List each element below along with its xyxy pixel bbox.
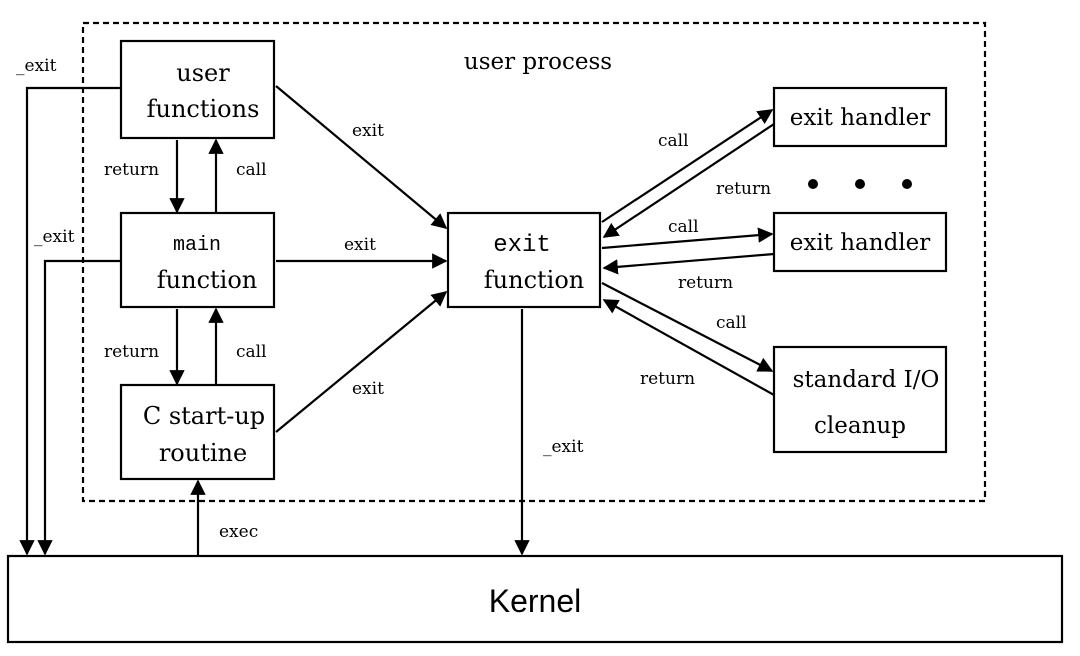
user-functions-label-line1: user <box>176 59 230 87</box>
ellipsis-dot <box>855 179 865 189</box>
user-functions-box <box>119 39 276 140</box>
stdio-cleanup-box <box>772 345 948 454</box>
exit-function-box <box>446 211 602 309</box>
main-function-box <box>119 211 276 309</box>
stdio-cleanup-label-line1: standard I/O <box>793 367 940 393</box>
stdio-cleanup-label-line2: cleanup <box>814 413 906 439</box>
label-return-handler2: return <box>678 273 733 293</box>
label-call-main-user: call <box>236 160 267 180</box>
arrow-return-exit-handler-2 <box>602 252 775 275</box>
arrow-call-exit-handler-1 <box>601 109 774 223</box>
ellipsis-dot <box>808 179 818 189</box>
startup-routine-label-line1: C start-up <box>143 402 265 430</box>
arrow-return-stdio-cleanup <box>602 299 775 396</box>
label-underscore-exit-function: _exit <box>543 437 584 457</box>
exit-handler-1-label: exit handler <box>790 105 931 131</box>
main-function-label-line1: main <box>173 234 221 257</box>
label-exec: exec <box>219 522 258 542</box>
arrow-exit-from-user-functions <box>275 85 448 229</box>
label-exit-main: exit <box>344 235 376 255</box>
exit-function-label-line1: exit <box>493 232 551 259</box>
kernel-box <box>6 554 1064 644</box>
label-underscore-exit-user: _exit <box>16 56 57 76</box>
exit-handler-2-box <box>772 211 948 273</box>
label-call-startup-main: call <box>236 342 267 362</box>
ellipsis-dot <box>902 179 912 189</box>
label-return-stdio: return <box>640 369 695 389</box>
label-return-user-main: return <box>104 160 159 180</box>
label-exit-startup: exit <box>352 379 384 399</box>
arrow-return-exit-handler-1 <box>602 123 775 238</box>
startup-routine-label-line2: routine <box>159 439 247 467</box>
label-underscore-exit-main: _exit <box>34 227 75 247</box>
user-functions-label-line2: functions <box>147 95 260 123</box>
arrow-call-stdio-cleanup <box>601 282 774 372</box>
label-return-handler1: return <box>716 179 771 199</box>
arrow-call-exit-handler-2 <box>601 227 774 250</box>
exit-handler-1-box <box>772 86 948 148</box>
label-call-handler2: call <box>668 217 699 237</box>
label-call-stdio: call <box>716 313 747 333</box>
arrow-underscore-exit-from-user-functions <box>19 86 121 556</box>
arrow-underscore-exit-from-main <box>37 259 121 556</box>
arrow-exit-from-startup <box>275 291 448 433</box>
label-exit-user: exit <box>352 121 384 141</box>
exit-handler-2-label: exit handler <box>790 230 931 256</box>
label-return-main-startup: return <box>104 342 159 362</box>
user-process-label: user process <box>464 49 612 75</box>
exit-function-label-line2: function <box>484 266 584 294</box>
kernel-label: Kernel <box>489 583 582 619</box>
label-call-handler1: call <box>658 131 689 151</box>
main-function-label-line2: function <box>157 266 257 294</box>
startup-routine-box <box>119 383 276 481</box>
